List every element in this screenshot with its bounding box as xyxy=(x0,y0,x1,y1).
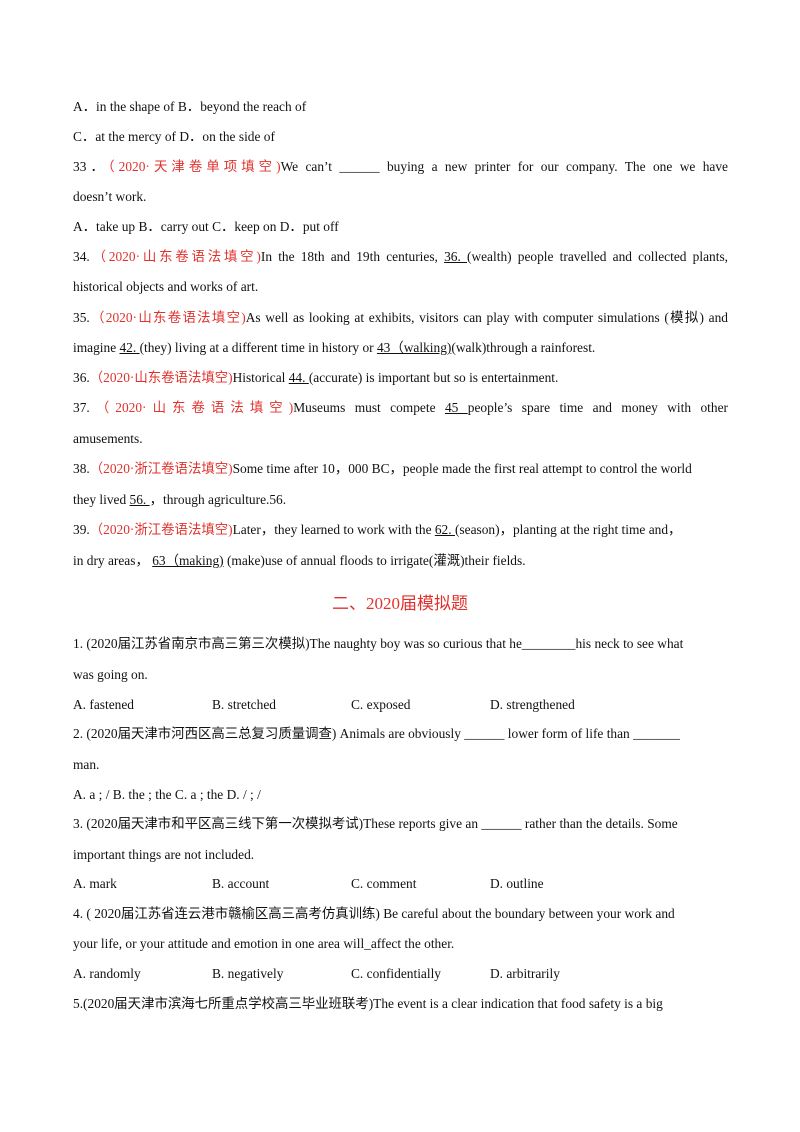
m4-option-b: B. negatively xyxy=(212,966,284,981)
q39-post: (season)，planting at the right time and， xyxy=(454,522,682,537)
q38-source: （2020·浙江卷语法填空) xyxy=(89,461,233,476)
q37-line1: 37.（2020·山东卷语法填空)Museums must compete 45… xyxy=(73,400,728,416)
q38-pre: they lived xyxy=(73,492,130,507)
m2-line2: man. xyxy=(73,757,100,772)
q36-number: 36. xyxy=(73,370,90,385)
q35-number: 35. xyxy=(73,310,90,325)
m1-option-c: C. exposed xyxy=(351,697,411,712)
q34-line1: 34.（2020·山东卷语法填空)In the 18th and 19th ce… xyxy=(73,249,728,265)
q35-text: As well as looking at exhibits, visitors… xyxy=(245,310,728,325)
q35-post: (walk)through a rainforest. xyxy=(451,340,596,355)
q39-line1: 39.（2020·浙江卷语法填空)Later，they learned to w… xyxy=(73,522,728,538)
m5-line1: 5.(2020届天津市滨海七所重点学校高三毕业班联考)The event is … xyxy=(73,996,663,1011)
q35-source: （2020·山东卷语法填空) xyxy=(89,310,246,325)
q35-blank-42: 42. xyxy=(119,340,140,355)
q39-pre: Later，they learned to work with the xyxy=(232,522,435,537)
q33-options: A．take up B．carry out C．keep on D．put of… xyxy=(73,219,339,234)
q35-mid: (they) living at a different time in his… xyxy=(139,340,377,355)
q37-number: 37. xyxy=(73,400,90,415)
m3-line1: 3. (2020届天津市和平区高三线下第一次模拟考试)These reports… xyxy=(73,816,678,831)
q34-line2: historical objects and works of art. xyxy=(73,279,259,294)
q34-source: （2020·山东卷语法填空) xyxy=(89,249,261,264)
q39-number: 39. xyxy=(73,522,90,537)
m1-line2: was going on. xyxy=(73,667,148,682)
m4-option-c: C. confidentially xyxy=(351,966,441,981)
q37-pre: Museums must compete xyxy=(293,400,445,415)
q36-line1: 36.（2020·山东卷语法填空)Historical 44. (accurat… xyxy=(73,370,728,386)
q39-source: （2020·浙江卷语法填空) xyxy=(89,522,233,537)
q34-number: 34. xyxy=(73,249,90,264)
q39-blank-63: 63（making) xyxy=(152,553,224,568)
q37-blank: 45 xyxy=(444,400,468,415)
q38-post: ，through agriculture.56. xyxy=(149,492,287,507)
q32-options-line1: A．in the shape of B．beyond the reach of xyxy=(73,99,307,114)
m1-option-d: D. strengthened xyxy=(490,697,575,712)
q33-line1: 33．（2020·天津卷单项填空)We can’t ______ buying … xyxy=(73,159,728,175)
q35-pre: imagine xyxy=(73,340,120,355)
m4-option-d: D. arbitrarily xyxy=(490,966,560,981)
m4-line1: 4. ( 2020届江苏省连云港市赣榆区高三高考仿真训练) Be careful… xyxy=(73,906,675,921)
q39-line2: in dry areas， 63（making) (make)use of an… xyxy=(73,553,728,569)
q35-line2: imagine 42. (they) living at a different… xyxy=(73,340,728,356)
section-heading: 二、2020届模拟题 xyxy=(332,594,468,613)
q32-options-line2: C．at the mercy of D．on the side of xyxy=(73,129,275,144)
q35-line1: 35.（2020·山东卷语法填空)As well as looking at e… xyxy=(73,310,728,326)
q36-post: (accurate) is important but so is entert… xyxy=(308,370,559,385)
m2-options: A. a ; / B. the ; the C. a ; the D. / ; … xyxy=(73,787,261,802)
m2-line1: 2. (2020届天津市河西区高三总复习质量调查) Animals are ob… xyxy=(73,726,680,741)
q37-post: people’s spare time and money with other xyxy=(467,400,728,415)
q33-number: 33． xyxy=(73,159,108,174)
q36-blank: 44. xyxy=(288,370,309,385)
q37-source: （2020·山东卷语法填空) xyxy=(89,400,294,415)
q38-blank: 56. xyxy=(129,492,150,507)
q38-number: 38. xyxy=(73,461,90,476)
q36-source: （2020·山东卷语法填空) xyxy=(89,370,233,385)
m3-option-b: B. account xyxy=(212,876,270,891)
m3-option-a: A. mark xyxy=(73,876,117,891)
q38-line2: they lived 56. ，through agriculture.56. xyxy=(73,492,728,508)
q35-blank-43: 43（walking) xyxy=(376,340,452,355)
q38-line1: 38.（2020·浙江卷语法填空)Some time after 10，000 … xyxy=(73,461,728,477)
m1-line1: 1. (2020届江苏省南京市高三第三次模拟)The naughty boy w… xyxy=(73,636,684,651)
q33-line2: doesn’t work. xyxy=(73,189,147,204)
q39-post2: (make)use of annual floods to irrigate(灌… xyxy=(223,553,526,568)
m1-option-a: A. fastened xyxy=(73,697,134,712)
m3-option-d: D. outline xyxy=(490,876,544,891)
q34-pre: In the 18th and 19th centuries, xyxy=(260,249,445,264)
m1-option-b: B. stretched xyxy=(212,697,276,712)
q36-pre: Historical xyxy=(232,370,289,385)
q37-line2: amusements. xyxy=(73,431,143,446)
q33-text: We can’t ______ buying a new printer for… xyxy=(280,159,729,174)
q34-post: (wealth) people travelled and collected … xyxy=(466,249,728,264)
m3-line2: important things are not included. xyxy=(73,847,255,862)
q38-text: Some time after 10，000 BC，people made th… xyxy=(232,461,692,476)
m3-option-c: C. comment xyxy=(351,876,417,891)
q33-source: （2020·天津卷单项填空) xyxy=(107,159,281,174)
m4-line2: your life, or your attitude and emotion … xyxy=(73,936,455,951)
q34-blank: 36. xyxy=(444,249,467,264)
m4-option-a: A. randomly xyxy=(73,966,141,981)
q39-pre2: in dry areas， xyxy=(73,553,153,568)
q39-blank-62: 62. xyxy=(434,522,455,537)
